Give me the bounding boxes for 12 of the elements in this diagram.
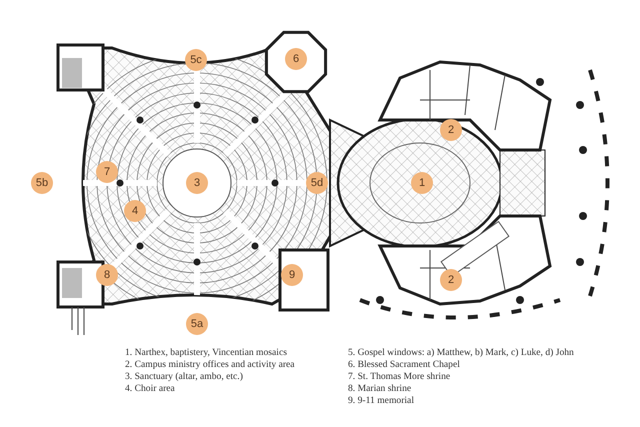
- key-entry: 7. St. Thomas More shrine: [348, 371, 450, 383]
- key-entry: 8. Marian shrine: [348, 383, 412, 395]
- key-entry: 3. Sanctuary (altar, ambo, etc.): [125, 371, 243, 383]
- key-entry: 1. Narthex, baptistery, Vincentian mosaics: [125, 347, 287, 359]
- key-entry: 5. Gospel windows: a) Matthew, b) Mark, c) Luke, d) John: [348, 347, 574, 359]
- callout-number: 5a: [186, 313, 208, 335]
- callout-number: 5c: [185, 49, 207, 71]
- key-entry: 4. Choir area: [125, 383, 175, 395]
- key-entry: 6. Blessed Sacrament Chapel: [348, 359, 460, 371]
- callout-number: 5b: [31, 172, 53, 194]
- key-entry: 9. 9-11 memorial: [348, 395, 414, 407]
- key-entry: 2. Campus ministry offices and activity area: [125, 359, 295, 371]
